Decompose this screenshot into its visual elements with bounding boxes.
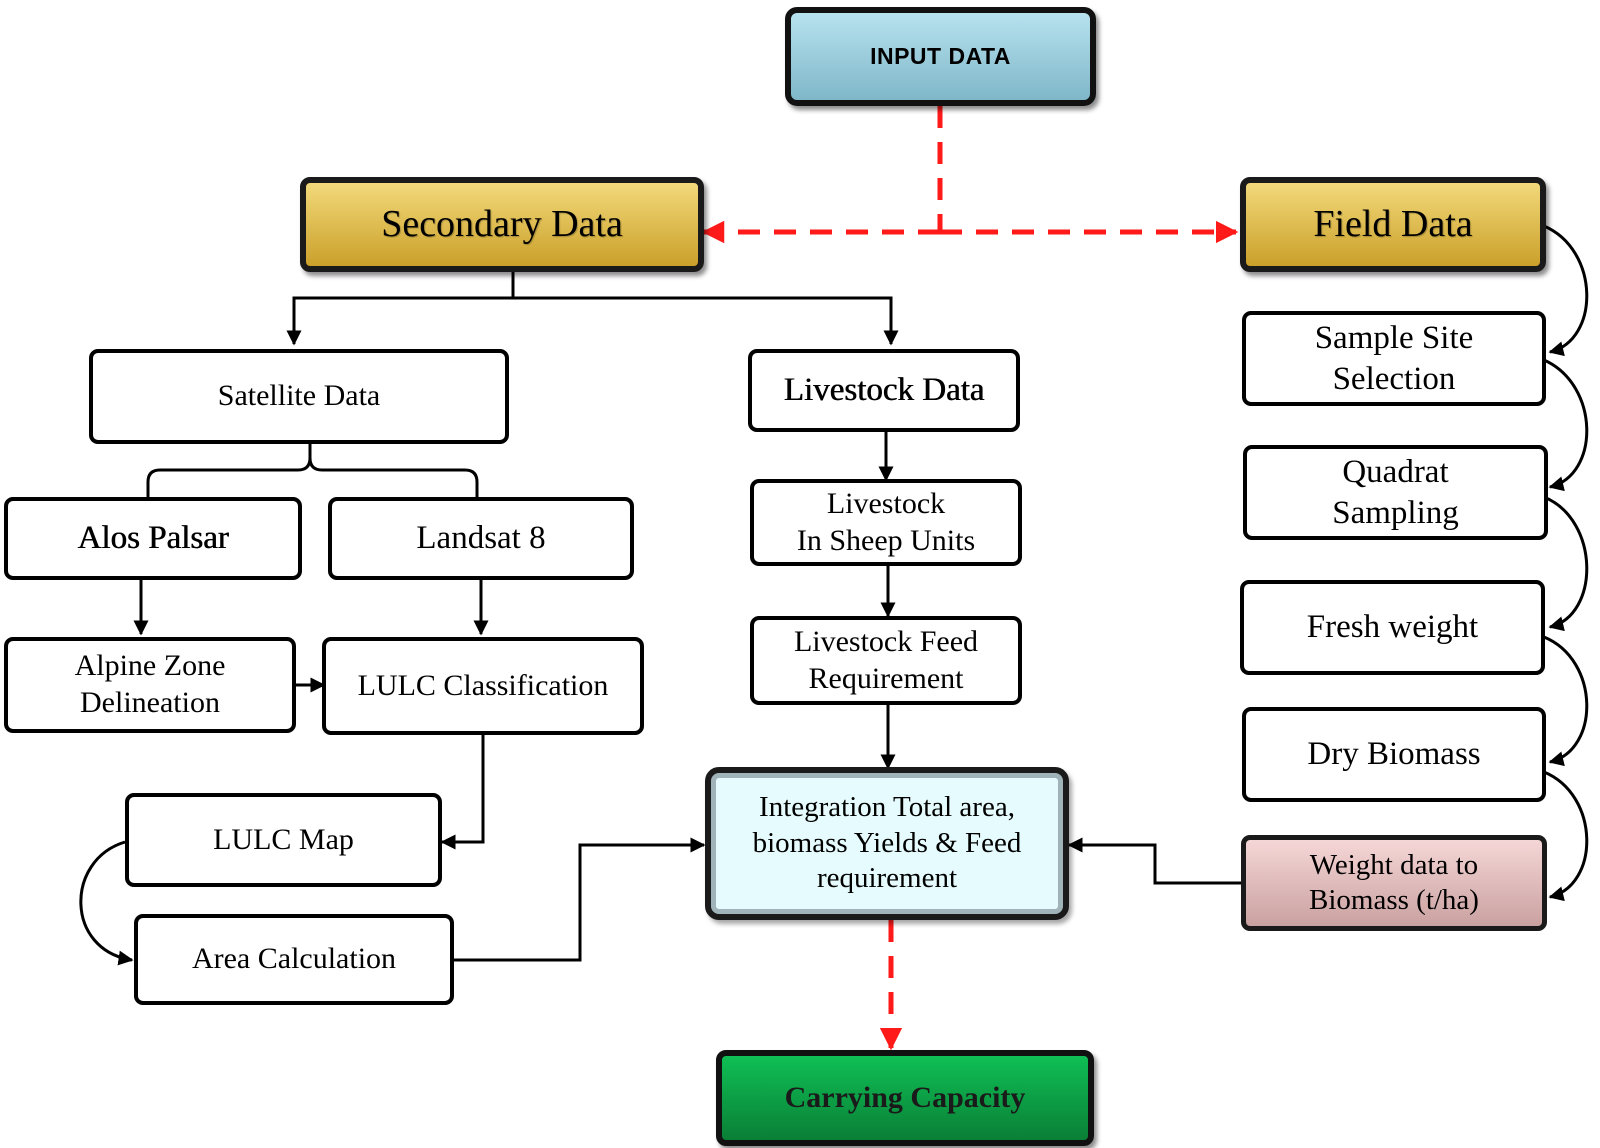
curve-map-to-area xyxy=(79,840,134,966)
weight-data-line-2: Biomass (t/ha) xyxy=(1309,884,1479,916)
livestock-feed-box: Livestock Feed Requirement xyxy=(750,616,1022,705)
livestock-feed-line-2: Requirement xyxy=(808,661,964,695)
connector-secondary-split xyxy=(286,272,515,346)
connector-secondary-to-livestock xyxy=(513,296,899,346)
integration-line-1: Integration Total area, xyxy=(759,791,1015,824)
integration-line-2: biomass Yields & Feed xyxy=(752,826,1022,859)
lulc-map-label: LULC Map xyxy=(213,822,354,856)
livestock-feed-line-1: Livestock Feed xyxy=(793,624,979,658)
weight-data-line-1: Weight data to xyxy=(1309,848,1479,881)
dry-biomass-label: Dry Biomass xyxy=(1307,736,1481,773)
area-calculation-label: Area Calculation xyxy=(191,942,397,976)
curve-fresh-to-dry xyxy=(1543,635,1589,767)
lulc-classification-box: LULC Classification xyxy=(322,637,644,735)
field-data-label: Field Data xyxy=(1313,203,1473,246)
secondary-data-box: Secondary Data xyxy=(300,177,704,272)
sample-site-line-1: Sample Site xyxy=(1314,320,1474,357)
curve-quadrat-to-fresh xyxy=(1543,495,1589,632)
satellite-data-label: Satellite Data xyxy=(217,379,381,413)
dry-biomass-box: Dry Biomass xyxy=(1242,707,1546,802)
landsat-8-box: Landsat 8 xyxy=(328,497,634,580)
arrow-weight-to-integration xyxy=(1067,837,1245,885)
arrow-area-to-integration xyxy=(454,837,706,962)
sample-site-line-2: Selection xyxy=(1332,360,1456,397)
input-data-box: INPUT DATA xyxy=(785,7,1096,106)
livestock-sheep-line-2: In Sheep Units xyxy=(796,523,976,557)
alos-palsar-label: Alos Palsar xyxy=(77,520,229,557)
lulc-classification-label: LULC Classification xyxy=(357,668,609,702)
carrying-capacity-label: Carrying Capacity xyxy=(784,1080,1026,1114)
alpine-zone-line-1: Alpine Zone xyxy=(74,649,226,683)
curve-field-to-sample xyxy=(1543,224,1589,357)
livestock-sheep-units-box: Livestock In Sheep Units xyxy=(750,479,1022,566)
livestock-sheep-line-1: Livestock xyxy=(826,486,946,520)
area-calculation-box: Area Calculation xyxy=(134,914,454,1005)
livestock-data-box: Livestock Data xyxy=(748,349,1020,432)
quadrat-line-2: Sampling xyxy=(1332,494,1459,531)
alos-palsar-box: Alos Palsar xyxy=(4,497,302,580)
livestock-data-label: Livestock Data xyxy=(783,372,985,409)
fresh-weight-box: Fresh weight xyxy=(1240,580,1545,675)
field-data-box: Field Data xyxy=(1240,177,1546,272)
carrying-capacity-box: Carrying Capacity xyxy=(716,1050,1094,1146)
sample-site-box: Sample Site Selection xyxy=(1242,311,1546,406)
alpine-zone-box: Alpine Zone Delineation xyxy=(4,637,296,733)
curve-dry-to-weight xyxy=(1543,770,1589,902)
fresh-weight-label: Fresh weight xyxy=(1306,609,1479,646)
landsat-8-label: Landsat 8 xyxy=(416,520,546,557)
alpine-zone-line-2: Delineation xyxy=(80,686,220,719)
quadrat-line-1: Quadrat xyxy=(1342,454,1449,491)
brace-satellite xyxy=(146,444,479,498)
integration-line-3: requirement xyxy=(816,862,958,895)
lulc-map-box: LULC Map xyxy=(125,793,442,887)
satellite-data-box: Satellite Data xyxy=(89,349,509,444)
integration-box: Integration Total area, biomass Yields &… xyxy=(705,767,1069,920)
input-data-label: INPUT DATA xyxy=(870,43,1011,70)
quadrat-sampling-box: Quadrat Sampling xyxy=(1243,445,1548,540)
arrow-lulc-class-to-map xyxy=(440,735,485,850)
secondary-data-label: Secondary Data xyxy=(381,203,623,246)
weight-data-box: Weight data to Biomass (t/ha) xyxy=(1241,835,1547,931)
curve-sample-to-quadrat xyxy=(1543,358,1589,492)
